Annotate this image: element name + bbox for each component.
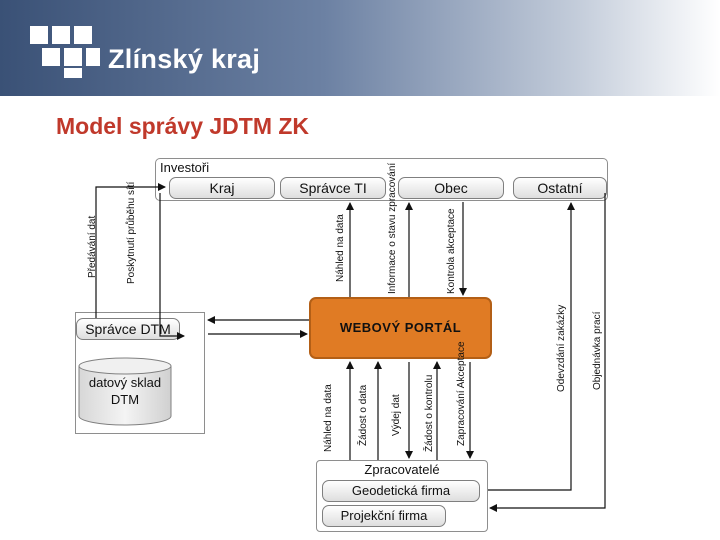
investor-obec: Obec: [398, 177, 504, 199]
investor-kraj: Kraj: [169, 177, 275, 199]
brand-name: Zlínský kraj: [108, 44, 261, 74]
processors-group: [316, 460, 488, 532]
label-objednavka: Objednávka prací: [592, 311, 603, 390]
label-nahled-top: Náhled na data: [335, 214, 346, 282]
label-odevzdani: Odevzdání zakázky: [556, 304, 567, 392]
label-vydej: Výdej dat: [391, 394, 402, 436]
processor-geodeticka: Geodetická firma: [322, 480, 480, 502]
label-informace: Informace o stavu zpracování: [387, 162, 398, 294]
arrow-odevzdani: [488, 202, 575, 491]
investor-spravce-ti: Správce TI: [280, 177, 386, 199]
investor-ostatni: Ostatní: [513, 177, 607, 199]
processors-label: Zpracovatelé: [364, 462, 440, 477]
label-predavani-dat: Předávání dat: [87, 215, 98, 278]
label-poskytnuti: Poskytnutí průběhu sítí: [126, 181, 137, 284]
processor-projekcni: Projekční firma: [322, 505, 446, 527]
header-banner: Zlínský kraj: [0, 0, 720, 96]
label-nahled-bottom: Náhled na data: [323, 384, 334, 452]
data-warehouse-label: datový sklad DTM: [88, 375, 162, 407]
label-zadost-data: Žádost o data: [358, 384, 369, 446]
label-zadost-kontrolu: Žádost o kontrolu: [424, 374, 435, 452]
arrow-poskytnuti: [159, 193, 185, 340]
investors-group: [155, 158, 608, 201]
label-kontrola: Kontrola akceptace: [446, 208, 457, 294]
data-warehouse-cylinder: [78, 357, 172, 426]
spravce-dtm-group: [75, 312, 205, 434]
label-zapracovani: Zapracování Akceptace: [456, 341, 467, 446]
page-title: Model správy JDTM ZK: [56, 113, 310, 139]
investors-label: Investoři: [160, 160, 210, 175]
arrow-objednavka: [489, 193, 606, 512]
web-portal: WEBOVÝ PORTÁL: [309, 297, 492, 359]
spravce-dtm-label: Správce DTM: [76, 318, 180, 340]
arrow-predavani-dat: [95, 183, 166, 318]
